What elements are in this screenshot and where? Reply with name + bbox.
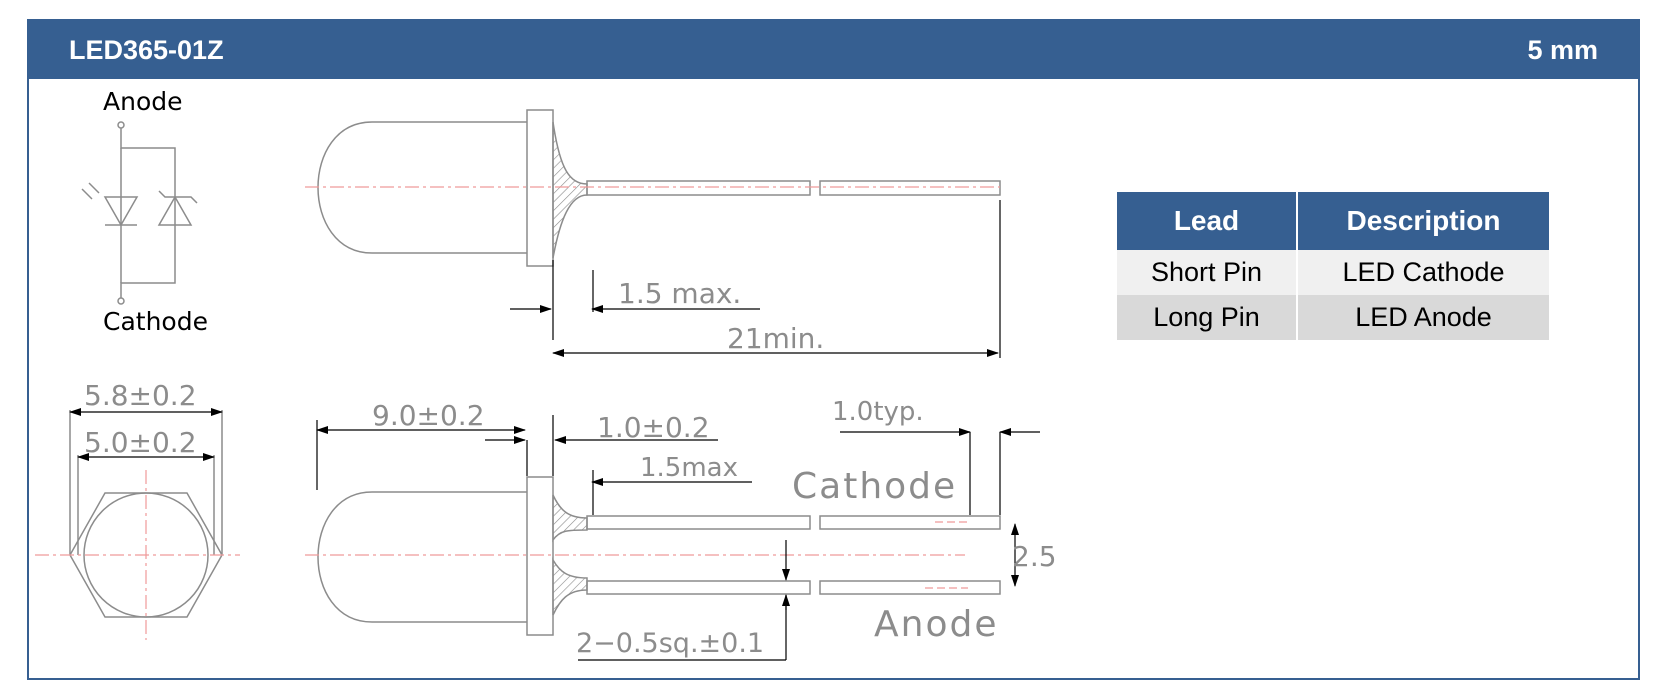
led-side-profile <box>317 476 1001 636</box>
lead-spacing-dim: 1.0typ. <box>832 397 924 427</box>
package-size: 5 mm <box>1527 35 1598 65</box>
lead-square-dim: 2−0.5sq.±0.1 <box>576 628 764 659</box>
pitch-dim: 2.5 <box>1012 540 1057 573</box>
table-row: Long Pin LED Anode <box>1117 295 1549 340</box>
table-cell-description: LED Cathode <box>1297 250 1549 295</box>
schematic-cathode-label: Cathode <box>103 307 208 336</box>
description-column-header: Description <box>1297 192 1549 250</box>
flange-thickness-dim: 1.0±0.2 <box>597 411 710 444</box>
side-anode-label: Anode <box>874 604 998 645</box>
datasheet-frame: LED365-01Z 5 mm <box>27 19 1640 680</box>
schematic-wires <box>120 128 176 298</box>
led-diode-icon <box>103 196 139 227</box>
outer-diameter-dim: 5.8±0.2 <box>84 379 197 412</box>
schematic-anode-label: Anode <box>103 87 183 116</box>
pin-description-table: Lead Description Short Pin LED Cathode L… <box>1117 192 1549 340</box>
cathode-terminal-icon <box>117 297 125 305</box>
zener-diode-icon <box>157 195 193 226</box>
anode-terminal-icon <box>117 121 125 129</box>
side-flange-max-dim: 1.5max <box>640 453 738 483</box>
table-cell-description: LED Anode <box>1297 295 1549 340</box>
table-cell-lead: Short Pin <box>1117 250 1298 295</box>
table-cell-lead: Long Pin <box>1117 295 1298 340</box>
top-flange-max-dim: 1.5 max. <box>618 277 741 310</box>
header-bar: LED365-01Z 5 mm <box>29 21 1638 79</box>
led-top-profile <box>317 109 1001 267</box>
part-number: LED365-01Z <box>69 35 224 65</box>
led-schematic <box>81 121 198 305</box>
lead-column-header: Lead <box>1117 192 1298 250</box>
table-row: Short Pin LED Cathode <box>1117 250 1549 295</box>
body-length-dim: 9.0±0.2 <box>372 399 485 432</box>
inner-diameter-dim: 5.0±0.2 <box>84 426 197 459</box>
side-cathode-label: Cathode <box>792 466 957 507</box>
lead-length-dim: 21min. <box>727 322 824 355</box>
